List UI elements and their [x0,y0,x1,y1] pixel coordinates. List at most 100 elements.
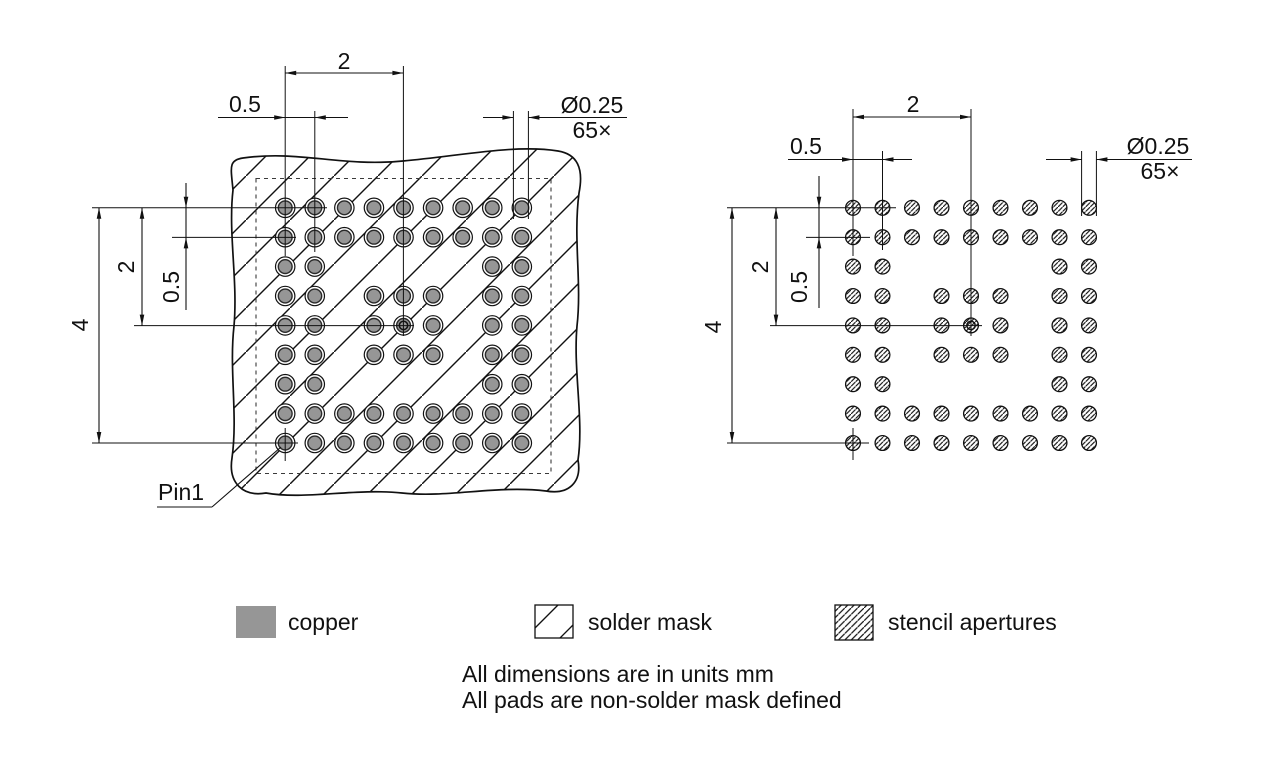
copper-pad [395,435,412,451]
copper-pad [514,406,530,422]
copper-pad [336,200,352,216]
arrowhead [729,432,735,443]
copper-pad [425,347,441,363]
right-extension-lines [727,109,1097,460]
note-nsmd: All pads are non-solder mask defined [462,687,842,713]
stencil-aperture [1021,434,1039,452]
stencil-aperture [1080,258,1098,275]
stencil-aperture [992,346,1009,363]
stencil-aperture [844,405,862,422]
copper-pad [484,229,500,245]
stencil-aperture [992,405,1009,422]
stencil-aperture [874,287,891,305]
arrowhead [392,70,404,76]
pin1-label: Pin1 [158,479,204,505]
stencil-aperture [933,199,950,216]
copper-pad [484,200,500,216]
copper-pad [277,259,293,275]
arrowhead [853,114,864,120]
stencil-aperture [992,199,1009,216]
stencil-aperture [1080,434,1098,452]
dim-pad-count: 65× [1140,158,1179,184]
copper-pad [366,435,382,451]
stencil-aperture [962,346,980,363]
stencil-aperture [1051,287,1068,305]
stencil-aperture [874,405,891,422]
stencil-aperture [1021,199,1039,216]
copper-pad [425,288,441,304]
copper-pad [514,317,530,334]
stencil-aperture [874,346,891,363]
stencil-aperture [1051,229,1068,246]
arrowhead [502,115,514,120]
copper-pad [455,200,471,216]
dim-pitch: 0.5 [229,91,261,117]
note-units: All dimensions are in units mm [462,661,774,687]
copper-pad [514,200,530,216]
solder-mask-swatch-hatch [534,604,559,629]
stencil-aperture [1051,199,1068,216]
copper-pad [307,259,323,275]
left-dimension-lines [96,70,627,508]
stencil-aperture [992,434,1009,452]
dim-pad-diameter: Ø0.25 [1127,133,1190,159]
stencil-aperture [874,376,891,393]
copper-pad [395,406,412,422]
copper-pad [484,435,500,451]
stencil-aperture [962,405,980,422]
copper-pad [514,376,530,392]
right-view-stencil-apertures: 2 0.5 Ø0.25 65× 4 2 0.5 [700,91,1192,460]
copper-pad [514,229,530,245]
copper-pad [484,288,500,304]
arrowhead [183,237,189,249]
arrowhead [816,196,822,208]
stencil-aperture [844,287,862,305]
copper-pad [277,406,293,422]
copper-pad [425,406,441,422]
copper-pad [366,229,382,245]
stencil-aperture [903,434,921,452]
legend-label-solder-mask: solder mask [588,609,712,635]
stencil-aperture [844,376,862,393]
stencil-aperture [844,346,862,363]
dim-row-pitch: 0.5 [158,271,184,303]
stencil-aperture [1051,346,1068,363]
legend: copper solder mask stencil apertures [236,604,1057,641]
arrowhead [96,432,102,443]
dim-array-span: 4 [700,320,726,333]
stencil-aperture [874,258,891,275]
copper-pad [307,288,323,304]
dim-half-span: 2 [113,261,139,274]
copper-pad [336,406,352,422]
copper-pad [425,317,441,334]
arrowhead [274,115,286,120]
arrowhead [528,115,540,120]
copper-pad [277,376,293,392]
stencil-aperture [874,434,891,452]
copper-pad [514,288,530,304]
stencil-aperture [1021,405,1039,422]
stencil-aperture [933,434,950,452]
left-extension-lines [92,66,529,461]
stencil-aperture [903,229,921,246]
stencil-aperture [1051,376,1068,393]
copper-pad [307,347,323,363]
arrowhead [139,314,145,326]
stencil-aperture [933,287,950,305]
copper-pad-array [274,197,533,454]
arrowhead [139,207,145,219]
dim-pad-count: 65× [572,117,611,143]
stencil-aperture [1051,258,1068,275]
stencil-aperture [1051,317,1068,334]
stencil-aperture [1080,376,1098,393]
stencil-aperture [903,405,921,422]
dim-row-pitch: 0.5 [786,271,812,303]
copper-pad [366,288,382,304]
dimension-line [211,446,282,508]
copper-pad [307,376,323,392]
arrowhead [960,114,971,120]
copper-pad [366,200,382,216]
stencil-aperture [1080,199,1098,216]
copper-pad [336,229,352,245]
